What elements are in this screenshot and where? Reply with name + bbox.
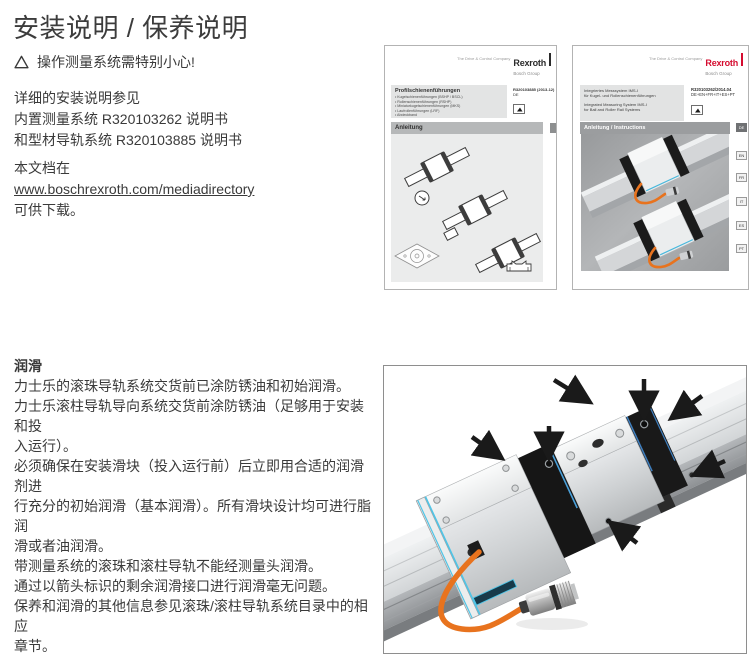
- rexroth-logo: The Drive & Control Company Rexroth Bosc…: [457, 53, 551, 76]
- lubrication-line: 行充分的初始润滑（基本润滑）。所有滑块设计均可进行脂润: [14, 498, 371, 534]
- cover-bullet: • Abdeckband: [395, 113, 418, 118]
- lubrication-ports-figure: [340, 341, 750, 654]
- doc-code-langs: DE+EN+FR+IT+ES+PT: [691, 92, 736, 97]
- brand-tagline: The Drive & Control Company: [649, 56, 703, 61]
- language-tab-de: DE: [736, 123, 747, 132]
- lubrication-section: 润滑 力士乐的滚珠导轨系统交货前已涂防锈油和初始润滑。 力士乐滚柱导轨导向系统交…: [14, 356, 376, 656]
- cover-title-de: für Kugel- und Rollenschienenführungen: [584, 93, 656, 98]
- intro-paragraph: 详细的安装说明参见 内置测量系统 R320103262 说明书 和型材导轨系统 …: [14, 88, 242, 151]
- screw: [615, 428, 625, 438]
- lube-port-arrows: [470, 374, 726, 552]
- brand-name: Rexroth: [513, 58, 546, 68]
- shadow: [516, 618, 588, 630]
- rail-profile-drawing: [506, 260, 532, 272]
- manual-cover-profilschienenfuehrungen: The Drive & Control Company Rexroth Bosc…: [384, 45, 557, 290]
- guide-drawing-1: [401, 141, 473, 193]
- language-tab-pt: PT: [736, 244, 747, 253]
- lubrication-line: 带测量系统的滚珠和滚柱导轨不能经测量头润滑。: [14, 558, 322, 574]
- cover-bullet: • Laufrollenführungen (LRF): [395, 108, 440, 113]
- rail-carriage-illustration: [340, 341, 750, 645]
- lubrication-line: 章节。: [14, 638, 56, 654]
- doc-code-lang: DE: [513, 92, 519, 97]
- guide-drawing-2: [439, 184, 511, 236]
- download-outro: 可供下载。: [14, 202, 84, 218]
- download-link[interactable]: www.boschrexroth.com/mediadirectory: [14, 181, 255, 197]
- cover-title-en: Integrated Measuring System IMS-I: [584, 102, 647, 107]
- lubrication-line: 力士乐的滚珠导轨系统交货前已涂防锈油和初始润滑。: [14, 378, 350, 394]
- cable-gland: [467, 540, 485, 560]
- cover-line-art: [391, 134, 543, 282]
- screw: [566, 451, 576, 461]
- language-tab-es: ES: [736, 221, 747, 230]
- language-tab-fr: FR: [736, 173, 747, 182]
- logo-bar: [549, 53, 551, 66]
- lubrication-heading: 润滑: [14, 358, 42, 374]
- plug-hole: [592, 438, 604, 448]
- cover-title-de: Integriertes Messsystem IMS-I: [584, 88, 639, 93]
- doc-code: R320103262/2014.04 DE+EN+FR+IT+ES+PT: [691, 87, 739, 97]
- cover-title-box: Integriertes Messsystem IMS-I für Kugel-…: [580, 85, 684, 121]
- manual-cover-ims: The Drive & Control Company Rexroth Bosc…: [572, 45, 749, 290]
- runner-block: [551, 415, 665, 535]
- warning-row: 操作测量系统需特别小心!: [14, 52, 195, 72]
- sensor-cable: [438, 549, 527, 633]
- cover-photo: [581, 134, 729, 271]
- arrow-icon: [689, 449, 726, 479]
- screw: [511, 484, 519, 492]
- doc-code: R320103885 (2013-12) DE: [513, 87, 561, 97]
- doc-code-number: R320103262/2014.04: [691, 87, 732, 92]
- manual-reading-icon: [513, 104, 525, 114]
- brand-name: Rexroth: [705, 58, 738, 68]
- arrow-icon: [667, 389, 704, 421]
- lubrication-line: 力士乐滚柱导轨导向系统交货前涂防锈油（足够用于安装和投: [14, 398, 364, 434]
- cover-bullet: • Miniaturkugelschienenführungen (MKS): [395, 104, 461, 109]
- cover-edge-tab: [550, 123, 556, 133]
- screw: [502, 464, 510, 472]
- cover-title: Profilschienenführungen: [395, 88, 461, 94]
- small-block-drawing: [443, 227, 459, 241]
- lubrication-line: 保养和润滑的其他信息参见滚珠/滚柱导轨系统目录中的相应: [14, 598, 368, 634]
- cover-bullet: • Rollenschienenführungen (RSHP): [395, 99, 452, 104]
- brand-subname: Bosch Group: [513, 71, 540, 76]
- warning-text: 操作测量系统需特别小心!: [37, 54, 195, 70]
- sensor-window: [472, 578, 518, 606]
- intro-line: 内置测量系统 R320103262 说明书: [14, 111, 228, 127]
- brand-subname: Bosch Group: [705, 71, 732, 76]
- page-title: 安装说明 / 保养说明: [13, 13, 249, 43]
- warning-triangle-icon: [14, 55, 29, 69]
- intro-line: 和型材导轨系统 R320103885 说明书: [14, 132, 242, 148]
- lubrication-line: 入运行）。: [14, 438, 77, 454]
- mounting-plate-drawing: [394, 243, 440, 269]
- rotation-symbol-icon: [414, 190, 430, 206]
- download-paragraph: 本文档在 www.boschrexroth.com/mediadirectory…: [14, 158, 254, 221]
- rexroth-logo: The Drive & Control Company Rexroth Bosc…: [649, 53, 743, 76]
- screw: [433, 496, 441, 504]
- cover-title-en: for Ball and Roller Rail Systems: [584, 107, 641, 112]
- cable-connector: [518, 580, 579, 616]
- manual-reading-icon: [691, 105, 703, 115]
- brand-tagline: The Drive & Control Company: [457, 56, 511, 61]
- download-intro: 本文档在: [14, 160, 70, 176]
- doc-code-number: R320103885 (2013-12): [513, 87, 555, 92]
- plug-hole: [578, 459, 588, 468]
- cover-title-box: Profilschienenführungen • Kugelschienenf…: [391, 85, 507, 118]
- arrow-icon: [470, 429, 506, 461]
- anleitung-band: Anleitung / Instructions: [580, 122, 730, 134]
- lubrication-line: 滑或者油润滑。: [14, 538, 112, 554]
- arrow-icon: [552, 374, 594, 405]
- arrow-icon: [606, 519, 642, 552]
- lubrication-line: 必须确保在安装滑块（投入运行前）后立即用合适的润滑剂进: [14, 458, 364, 494]
- intro-line: 详细的安装说明参见: [14, 90, 140, 106]
- measuring-head-block: [415, 454, 572, 620]
- language-tab-it: IT: [736, 197, 747, 206]
- anleitung-band: Anleitung: [391, 122, 543, 134]
- language-tab-en: EN: [736, 151, 747, 160]
- screw: [442, 516, 450, 524]
- cover-bullet: • Kugelschienenführungen (BSHP / BSCL): [395, 95, 463, 99]
- logo-bar: [741, 53, 743, 66]
- lubrication-line: 通过以箭头标识的剩余润滑接口进行润滑毫无问题。: [14, 578, 336, 594]
